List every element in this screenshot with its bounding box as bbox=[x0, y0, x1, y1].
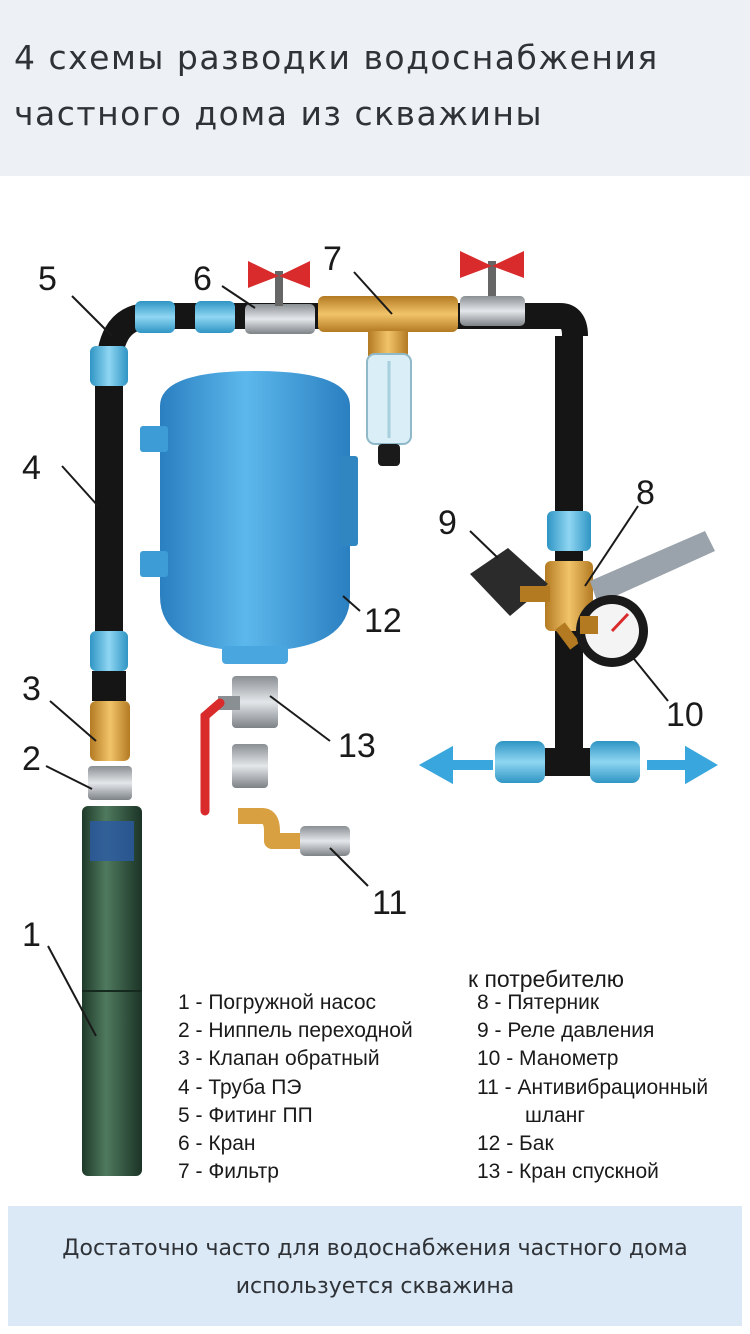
legend-item: 4 - Труба ПЭ bbox=[178, 1075, 302, 1099]
consumer-arrows bbox=[418, 745, 718, 785]
callout-4: 4 bbox=[22, 449, 41, 487]
submersible-pump bbox=[82, 806, 142, 1176]
legend-item: 3 - Клапан обратный bbox=[178, 1047, 380, 1071]
legend-item: 13 - Кран спускной bbox=[477, 1160, 659, 1184]
plumbing-illustration bbox=[45, 251, 718, 1176]
legend-item: 1 - Погружной насос bbox=[178, 991, 377, 1014]
legend-item: 7 - Фильтр bbox=[178, 1160, 279, 1184]
legend-item: 5 - Фитинг ПП bbox=[178, 1103, 313, 1127]
legend-item: 11 - Антивибрационный bbox=[477, 1075, 709, 1099]
callout-12: 12 bbox=[364, 602, 402, 640]
pressure-relay bbox=[470, 548, 550, 616]
pressure-gauge bbox=[576, 595, 648, 667]
drain-valve bbox=[200, 676, 278, 816]
caption-box: Достаточно часто для водоснабжения частн… bbox=[8, 1206, 742, 1326]
callout-10: 10 bbox=[666, 696, 704, 734]
callout-13: 13 bbox=[338, 727, 376, 765]
leader-lines bbox=[45, 271, 669, 1037]
callout-6: 6 bbox=[193, 260, 212, 298]
pp-fittings bbox=[90, 301, 640, 783]
callout-5: 5 bbox=[38, 260, 57, 298]
plumbing-diagram: 1 2 3 4 5 6 7 8 9 10 11 12 13 к потребит… bbox=[0, 176, 750, 1206]
image-caption: Достаточно часто для водоснабжения частн… bbox=[8, 1230, 742, 1306]
legend-item: 10 - Манометр bbox=[477, 1047, 619, 1071]
callout-2: 2 bbox=[22, 740, 41, 778]
callout-3: 3 bbox=[22, 670, 41, 708]
legend-item: шланг bbox=[525, 1103, 586, 1127]
legend-item: 9 - Реле давления bbox=[477, 1019, 655, 1043]
page-title: 4 схемы разводки водоснабжения частного … bbox=[14, 30, 734, 142]
check-valve bbox=[90, 671, 130, 761]
legend-right: 8 - Пятерник 9 - Реле давления 10 - Мано… bbox=[477, 989, 708, 1186]
callout-8: 8 bbox=[636, 474, 655, 512]
filter bbox=[318, 296, 458, 466]
page-title-line-1: 4 схемы разводки водоснабжения bbox=[14, 38, 659, 77]
callout-11: 11 bbox=[372, 884, 408, 922]
callout-7: 7 bbox=[323, 240, 342, 278]
legend-item: 8 - Пятерник bbox=[477, 991, 600, 1014]
adapter-nipple bbox=[88, 766, 132, 800]
anti-vibration-hose bbox=[238, 808, 350, 856]
legend-item: 6 - Кран bbox=[178, 1131, 256, 1155]
page-header: 4 схемы разводки водоснабжения частного … bbox=[0, 0, 750, 176]
page-title-line-2: частного дома из скважины bbox=[14, 94, 544, 133]
legend-left: 1 - Погружной насос 2 - Ниппель переходн… bbox=[178, 989, 413, 1186]
caption-line-2: используется скважина bbox=[235, 1274, 515, 1299]
callout-9: 9 bbox=[438, 504, 457, 542]
legend-item: 2 - Ниппель переходной bbox=[178, 1019, 413, 1043]
valves bbox=[245, 251, 525, 334]
callout-1: 1 bbox=[22, 916, 41, 954]
expansion-tank bbox=[140, 371, 358, 664]
caption-line-1: Достаточно часто для водоснабжения частн… bbox=[62, 1236, 688, 1261]
legend-item: 12 - Бак bbox=[477, 1131, 554, 1155]
consumer-label: к потребителю bbox=[468, 966, 625, 992]
